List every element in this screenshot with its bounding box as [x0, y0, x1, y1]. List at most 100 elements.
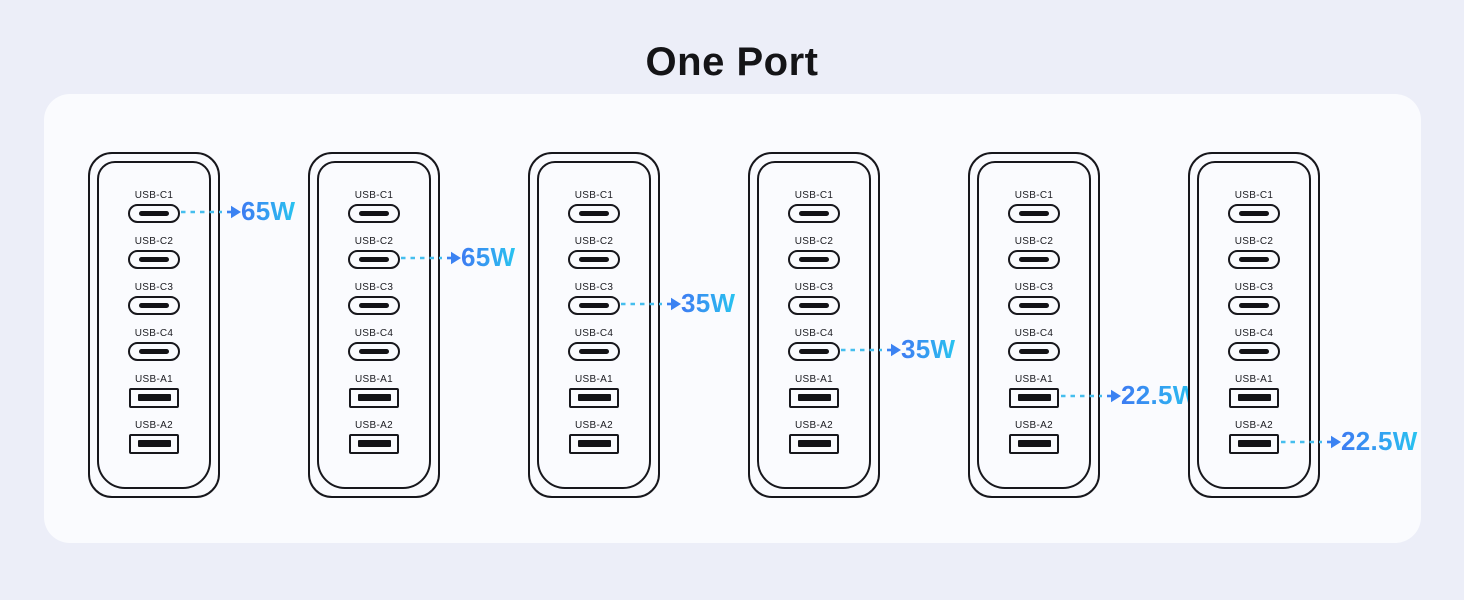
port-pin-bar — [577, 393, 611, 401]
usb-a-port-icon — [789, 434, 839, 454]
port-label: USB-C1 — [1014, 190, 1054, 201]
usb-c-port-icon — [1228, 296, 1280, 315]
usb-a-port-icon — [349, 434, 399, 454]
watt-label: 65W — [461, 242, 516, 272]
port-group-usb-a2: USB-A2 — [90, 420, 218, 454]
port-pin-bar — [1019, 303, 1049, 308]
usb-c-port-icon — [1228, 250, 1280, 269]
port-pin-bar — [1239, 211, 1269, 216]
port-pin-bar — [579, 211, 609, 216]
port-group-usb-a1: USB-A1 — [970, 374, 1098, 408]
port-pin-bar — [359, 303, 389, 308]
flow-arrow-icon — [621, 297, 681, 310]
port-label: USB-A2 — [1235, 420, 1273, 431]
port-label: USB-A1 — [1015, 374, 1053, 385]
port-group-usb-c2: USB-C2 — [310, 236, 438, 269]
port-group-usb-a1: USB-A1 — [1190, 374, 1318, 408]
usb-c-port-icon — [348, 296, 400, 315]
usb-c-port-icon — [348, 342, 400, 361]
port-label: USB-A1 — [1235, 374, 1273, 385]
usb-a-port-icon — [1009, 434, 1059, 454]
port-pin-bar — [799, 303, 829, 308]
port-label: USB-C4 — [1234, 328, 1274, 339]
port-label: USB-A1 — [355, 374, 393, 385]
usb-a-port-icon — [1009, 388, 1059, 408]
usb-a-port-icon — [789, 388, 839, 408]
port-label: USB-C2 — [354, 236, 394, 247]
port-label: USB-C2 — [1234, 236, 1274, 247]
port-group-usb-a2: USB-A2 — [970, 420, 1098, 454]
charger-inner-outline — [1197, 161, 1311, 489]
port-group-usb-c3: USB-C3 — [750, 282, 878, 315]
usb-a-port-icon — [1229, 388, 1279, 408]
port-pin-bar — [139, 349, 169, 354]
usb-c-port-icon — [128, 296, 180, 315]
port-label: USB-C3 — [574, 282, 614, 293]
flow-arrow-icon — [181, 205, 241, 218]
port-label: USB-A1 — [795, 374, 833, 385]
port-group-usb-c4: USB-C4 — [750, 328, 878, 361]
port-group-usb-c4: USB-C4 — [970, 328, 1098, 361]
port-group-usb-c3: USB-C3 — [970, 282, 1098, 315]
port-label: USB-A1 — [575, 374, 613, 385]
charger-inner-outline — [317, 161, 431, 489]
usb-a-port-icon — [569, 388, 619, 408]
port-label: USB-C4 — [1014, 328, 1054, 339]
port-pin-bar — [357, 439, 391, 447]
usb-c-port-icon — [128, 250, 180, 269]
port-pin-bar — [579, 257, 609, 262]
port-group-usb-c2: USB-C2 — [750, 236, 878, 269]
charger-inner-outline — [977, 161, 1091, 489]
flow-arrow-icon — [1061, 389, 1121, 402]
port-group-usb-c2: USB-C2 — [530, 236, 658, 269]
port-pin-bar — [1239, 349, 1269, 354]
port-label: USB-A2 — [575, 420, 613, 431]
watt-label: 22.5W — [1121, 380, 1198, 410]
port-pin-bar — [137, 393, 171, 401]
port-label: USB-C3 — [354, 282, 394, 293]
port-label: USB-C1 — [1234, 190, 1274, 201]
port-pin-bar — [797, 439, 831, 447]
port-pin-bar — [1017, 439, 1051, 447]
port-group-usb-c1: USB-C1 — [90, 190, 218, 223]
port-label: USB-C3 — [1014, 282, 1054, 293]
port-pin-bar — [799, 349, 829, 354]
port-pin-bar — [1017, 393, 1051, 401]
port-label: USB-C4 — [574, 328, 614, 339]
port-group-usb-a1: USB-A1 — [90, 374, 218, 408]
port-label: USB-C1 — [134, 190, 174, 201]
usb-c-port-icon — [1008, 342, 1060, 361]
port-group-usb-c3: USB-C3 — [1190, 282, 1318, 315]
port-pin-bar — [139, 211, 169, 216]
watt-label: 35W — [681, 288, 736, 318]
charger-inner-outline — [537, 161, 651, 489]
port-label: USB-C2 — [794, 236, 834, 247]
port-label: USB-C1 — [354, 190, 394, 201]
usb-c-port-icon — [568, 250, 620, 269]
port-label: USB-C3 — [134, 282, 174, 293]
port-label: USB-A2 — [795, 420, 833, 431]
usb-a-port-icon — [349, 388, 399, 408]
port-group-usb-c4: USB-C4 — [310, 328, 438, 361]
port-pin-bar — [1019, 257, 1049, 262]
port-label: USB-C2 — [574, 236, 614, 247]
port-group-usb-c1: USB-C1 — [530, 190, 658, 223]
port-pin-bar — [579, 303, 609, 308]
watt-label: 22.5W — [1341, 426, 1418, 456]
port-pin-bar — [797, 393, 831, 401]
usb-c-port-icon — [1008, 250, 1060, 269]
port-group-usb-c1: USB-C1 — [310, 190, 438, 223]
port-label: USB-C3 — [794, 282, 834, 293]
port-label: USB-C4 — [354, 328, 394, 339]
charger-inner-outline — [97, 161, 211, 489]
port-group-usb-c2: USB-C2 — [970, 236, 1098, 269]
port-pin-bar — [139, 303, 169, 308]
port-pin-bar — [579, 349, 609, 354]
port-group-usb-c3: USB-C3 — [530, 282, 658, 315]
port-pin-bar — [799, 211, 829, 216]
port-group-usb-a1: USB-A1 — [310, 374, 438, 408]
